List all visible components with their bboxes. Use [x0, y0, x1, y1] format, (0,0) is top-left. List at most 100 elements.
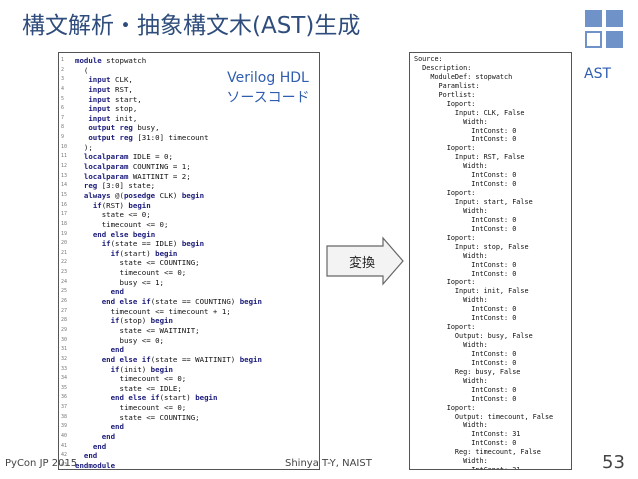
- ast-line: IntConst: 0: [414, 314, 517, 323]
- ast-line: Input: stop, False: [414, 242, 529, 251]
- line-number: 41: [61, 442, 68, 449]
- line-number: 26: [61, 298, 68, 305]
- line-number: 23: [61, 269, 68, 276]
- code-line: 6 input stop,: [61, 104, 262, 114]
- convert-arrow-label: 変換: [348, 256, 375, 271]
- line-number: 13: [61, 172, 68, 179]
- ast-line: Width:: [414, 117, 488, 126]
- line-number: 3: [61, 76, 65, 83]
- code-text: timecount <= 0;: [75, 403, 187, 413]
- code-line: 19 end else begin: [61, 230, 262, 240]
- code-text: localparam COUNTING = 1;: [83, 162, 191, 172]
- code-text: end else if(state == COUNTING) begin: [101, 297, 262, 307]
- line-number: 11: [61, 153, 68, 160]
- code-line: 24 busy <= 1;: [61, 278, 262, 288]
- line-number: 21: [61, 249, 68, 256]
- ast-line: IntConst: 0: [414, 385, 517, 394]
- line-number: 16: [61, 201, 68, 208]
- code-line: 28 if(stop) begin: [61, 316, 262, 326]
- code-text: output reg busy,: [88, 123, 160, 133]
- ast-line: Ioport:: [414, 144, 476, 153]
- ast-line: IntConst: 31: [414, 430, 521, 439]
- line-number: 6: [61, 105, 65, 112]
- code-line: 34 timecount <= 0;: [61, 374, 262, 384]
- code-line: 22 state <= COUNTING;: [61, 258, 262, 268]
- line-number: 7: [61, 114, 65, 121]
- ast-line: ModuleDef: stopwatch: [414, 72, 513, 81]
- code-text: end: [110, 345, 124, 355]
- code-text: localparam WAITINIT = 2;: [83, 171, 191, 181]
- code-line: 9 output reg [31:0] timecount: [61, 133, 262, 143]
- ast-line: Ioport:: [414, 99, 476, 108]
- code-text: input start,: [88, 94, 142, 104]
- code-line: 36 end else if(start) begin: [61, 393, 262, 403]
- line-number: 17: [61, 211, 68, 218]
- line-number: 14: [61, 182, 68, 189]
- code-text: if(RST) begin: [92, 200, 151, 210]
- code-line: 41 end: [61, 442, 262, 452]
- ast-line: Ioport:: [414, 189, 476, 198]
- code-text: end else begin: [92, 229, 156, 239]
- line-number: 42: [61, 452, 68, 459]
- ast-line: Paramlist:: [414, 81, 480, 90]
- ast-lines: Source: Description: ModuleDef: stopwatc…: [414, 55, 553, 469]
- ast-line: IntConst: 0: [414, 260, 517, 269]
- ast-line: Width:: [414, 457, 488, 466]
- ast-line: IntConst: 0: [414, 135, 517, 144]
- code-text: );: [75, 142, 93, 152]
- ast-line: Width:: [414, 251, 488, 260]
- code-text: endmodule: [75, 460, 116, 470]
- ast-line: Input: init, False: [414, 287, 529, 296]
- code-text: if(init) begin: [110, 364, 173, 374]
- ast-line: IntConst: 0: [414, 439, 517, 448]
- line-number: 33: [61, 365, 68, 372]
- code-line: 31 end: [61, 345, 262, 355]
- ast-line: IntConst: 0: [414, 126, 517, 135]
- ast-line: IntConst: 31: [414, 466, 553, 469]
- slide-title: 構文解析・抽象構文木(AST)生成: [22, 13, 361, 39]
- code-text: state <= COUNTING;: [75, 412, 200, 422]
- code-line: 18 timecount <= 0;: [61, 220, 262, 230]
- code-line: 7 input init,: [61, 114, 262, 124]
- ast-line: Width:: [414, 341, 488, 349]
- ast-line: Ioport:: [414, 403, 476, 412]
- ast-line: Width:: [414, 421, 488, 430]
- line-number: 20: [61, 240, 68, 247]
- line-number: 36: [61, 394, 68, 401]
- ast-line: Output: busy, False: [414, 332, 533, 341]
- code-text: reg [3:0] state;: [83, 181, 156, 191]
- code-line: 39 end: [61, 422, 262, 432]
- ast-line: IntConst: 0: [414, 349, 517, 358]
- code-text: always @(posedge CLK) begin: [83, 190, 205, 200]
- line-number: 29: [61, 326, 68, 333]
- code-text: state <= WAITINIT;: [75, 325, 200, 335]
- code-text: busy <= 0;: [75, 335, 164, 345]
- ast-line: Width:: [414, 296, 488, 305]
- ast-output-panel: Source: Description: ModuleDef: stopwatc…: [409, 52, 572, 470]
- code-line: 5 input start,: [61, 95, 262, 105]
- code-text: timecount <= 0;: [75, 219, 169, 229]
- ast-line: Input: CLK, False: [414, 108, 525, 117]
- code-line: 15 always @(posedge CLK) begin: [61, 191, 262, 201]
- code-line: 20 if(state == IDLE) begin: [61, 239, 262, 249]
- code-text: end: [110, 287, 124, 297]
- line-number: 24: [61, 278, 68, 285]
- line-number: 8: [61, 124, 65, 131]
- code-line: 27 timecount <= timecount + 1;: [61, 307, 262, 317]
- code-text: timecount <= 0;: [75, 374, 187, 384]
- ast-line: Width:: [414, 376, 488, 385]
- ast-line: Source:: [414, 55, 443, 63]
- line-number: 30: [61, 336, 68, 343]
- ast-line: Ioport:: [414, 233, 476, 242]
- line-number: 31: [61, 346, 68, 353]
- code-text: output reg [31:0] timecount: [88, 133, 209, 143]
- ast-line: IntConst: 0: [414, 180, 517, 189]
- code-text: timecount <= timecount + 1;: [75, 306, 231, 316]
- code-text: (: [75, 65, 89, 75]
- ast-line: Ioport:: [414, 323, 476, 332]
- line-number: 40: [61, 432, 68, 439]
- code-line: 33 if(init) begin: [61, 365, 262, 375]
